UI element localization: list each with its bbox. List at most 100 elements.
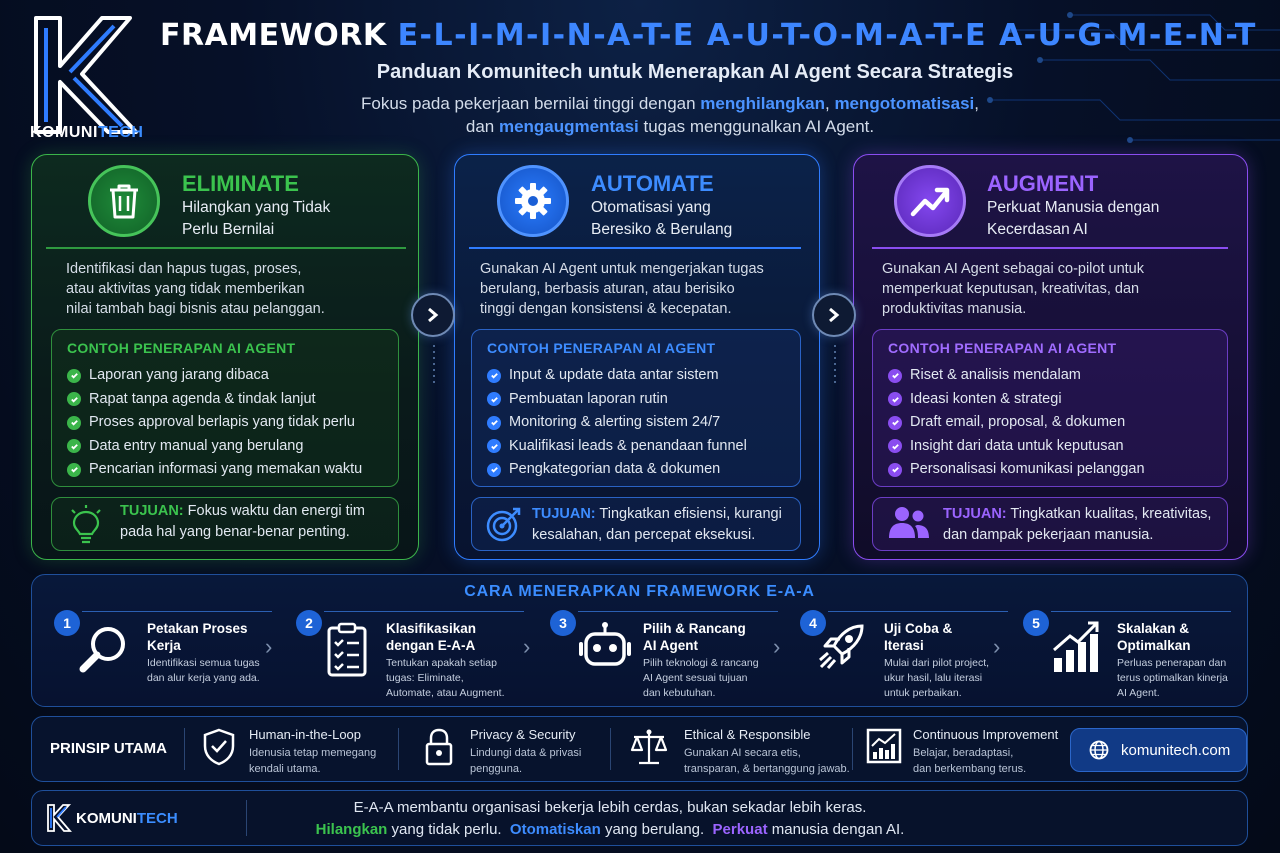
goal-box: [471, 497, 801, 551]
website-link[interactable]: komunitech.com: [1070, 728, 1247, 772]
steps-panel: [31, 574, 1248, 707]
check-icon: [888, 392, 902, 407]
list-item: Personalisasi komunikasi pelanggan: [888, 458, 1227, 482]
steps-title: CARA MENERAPKAN FRAMEWORK E-A-A: [464, 583, 815, 600]
trend-up-icon: [894, 165, 966, 237]
step-description: Mulai dari pilot project,ukur hasil, lal…: [884, 657, 990, 699]
principle-description: Belajar, beradaptasi,dan berkembang teru…: [913, 747, 1027, 775]
check-icon: [67, 392, 81, 407]
step-line: [1051, 611, 1231, 612]
divider: [246, 800, 247, 836]
list-item: Input & update data antar sistem: [487, 364, 800, 388]
next-arrow-icon: [812, 293, 856, 337]
examples-title: CONTOH PENERAPAN AI AGENT: [888, 340, 1117, 356]
scales-icon: [630, 729, 668, 765]
list-item: Laporan yang jarang dibaca: [67, 364, 398, 388]
divider: [872, 247, 1228, 249]
circuit-decoration: [987, 12, 1280, 143]
lock-icon: [425, 728, 453, 766]
step-line: [82, 611, 272, 612]
card-title: AUTOMATE: [591, 171, 714, 196]
step-number: 5: [1023, 610, 1049, 636]
divider: [610, 728, 611, 770]
list-item: Pembuatan laporan rutin: [487, 388, 800, 412]
chevron-right-icon: ›: [993, 634, 1001, 659]
step-number: 2: [296, 610, 322, 636]
goal-text: TUJUAN: Tingkatkan kualitas, kreativitas…: [943, 506, 1212, 543]
people-icon: [889, 507, 929, 538]
goal-box: [51, 497, 399, 551]
examples-title: CONTOH PENERAPAN AI AGENT: [487, 340, 716, 356]
check-icon: [67, 439, 81, 454]
bar-growth-icon: [1053, 621, 1099, 672]
examples-box: CONTOH PENERAPAN AI AGENT Laporan yang j…: [51, 329, 399, 487]
check-icon: [487, 392, 501, 407]
dotted-connector: [834, 345, 836, 385]
chevron-right-icon: ›: [265, 634, 273, 659]
list-item: Kualifikasi leads & penandaan funnel: [487, 435, 800, 459]
check-icon: [67, 368, 81, 383]
step-line: [324, 611, 524, 612]
step-number: 3: [550, 610, 576, 636]
divider: [46, 247, 406, 249]
list-item: Data entry manual yang berulang: [67, 435, 398, 459]
shield-check-icon: [203, 728, 235, 766]
brand-wordmark: KOMUNITECH: [30, 124, 144, 141]
divider: [852, 728, 853, 770]
step-title: Uji Coba &Iterasi: [884, 621, 953, 653]
principle-description: Gunakan AI secara etis,transparan, & ber…: [684, 747, 850, 775]
gear-icon: [497, 165, 569, 237]
list-item: Monitoring & alerting sistem 24/7: [487, 411, 800, 435]
footer-panel: [31, 790, 1248, 846]
principle-title: Continuous Improvement: [913, 727, 1059, 742]
check-icon: [888, 415, 902, 430]
footer-tagline: E-A-A membantu organisasi bekerja lebih …: [353, 799, 867, 816]
globe-icon: [1089, 740, 1109, 760]
check-icon: [888, 368, 902, 383]
principle-title: Human-in-the-Loop: [249, 727, 362, 742]
list-item: Pengkategorian data & dokumen: [487, 458, 800, 482]
next-arrow-icon: [411, 293, 455, 337]
check-icon: [888, 439, 902, 454]
card-title: ELIMINATE: [182, 171, 299, 196]
list-item: Insight dari data untuk keputusan: [888, 435, 1227, 459]
check-icon: [487, 415, 501, 430]
list-item: Riset & analisis mendalam: [888, 364, 1227, 388]
card-title: AUGMENT: [987, 171, 1099, 196]
check-icon: [487, 439, 501, 454]
footer-summary: Hilangkan yang tidak perlu. Otomatiskan …: [315, 821, 905, 838]
target-icon: [486, 507, 521, 542]
footer-wordmark: KOMUNITECH: [76, 810, 178, 827]
page-title: FRAMEWORK E-L-I-M-I-N-A-T-E A-U-T-O-M-A-…: [160, 18, 1257, 53]
trash-icon: [88, 165, 160, 237]
step-line: [578, 611, 778, 612]
divider: [184, 728, 185, 770]
check-icon: [67, 415, 81, 430]
principle-title: Privacy & Security: [470, 727, 576, 742]
komunitech-logo: [47, 804, 72, 832]
step-line: [828, 611, 1008, 612]
chevron-right-icon: ›: [523, 634, 531, 659]
list-item: Ideasi konten & strategi: [888, 388, 1227, 412]
check-icon: [67, 462, 81, 477]
check-icon: [888, 462, 902, 477]
step-number: 1: [54, 610, 80, 636]
page-subtitle: Panduan Komunitech untuk Menerapkan AI A…: [376, 61, 1014, 83]
list-item: Draft email, proposal, & dokumen: [888, 411, 1227, 435]
robot-icon: [579, 622, 631, 666]
website-label: komunitech.com: [1121, 741, 1231, 759]
list-item: Rapat tanpa agenda & tindak lanjut: [67, 388, 398, 412]
